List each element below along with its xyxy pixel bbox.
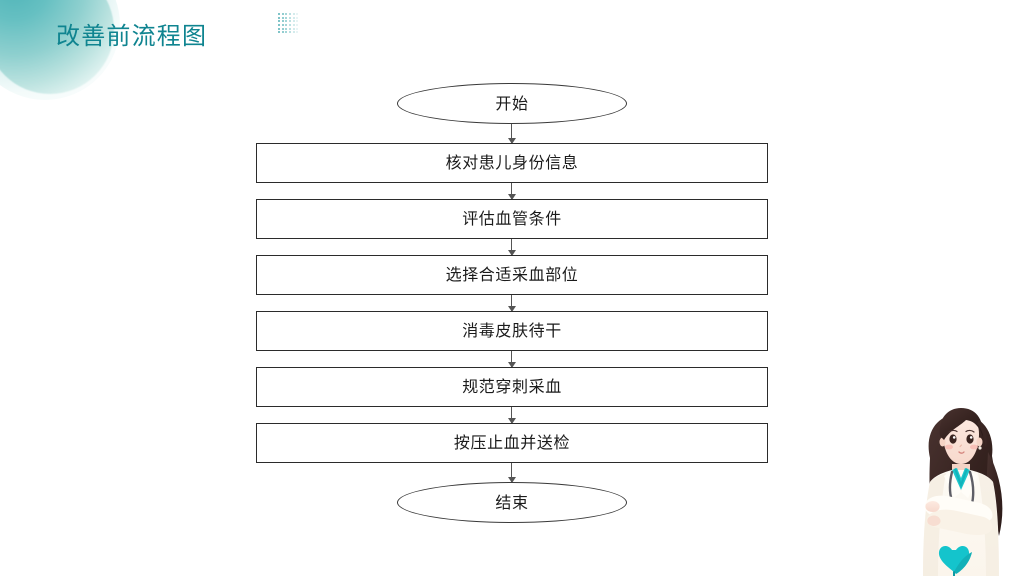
- flow-node-label: 评估血管条件: [462, 209, 562, 228]
- flow-node-end: 结束: [397, 482, 627, 523]
- flow-node-label: 按压止血并送检: [453, 433, 571, 452]
- flow-node-step6: 按压止血并送检: [256, 423, 768, 463]
- flow-connector-start-step1: [506, 124, 518, 144]
- flow-connector-step2-step3: [506, 239, 518, 256]
- flow-node-step3: 选择合适采血部位: [256, 255, 768, 295]
- flow-connector-step6-end: [506, 463, 518, 483]
- dot-grid-icon: [278, 13, 300, 35]
- flow-node-label: 选择合适采血部位: [445, 265, 579, 284]
- flow-node-step2: 评估血管条件: [256, 199, 768, 239]
- flow-connector-step5-step6: [506, 407, 518, 424]
- flow-connector-step4-step5: [506, 351, 518, 368]
- flow-node-step5: 规范穿刺采血: [256, 367, 768, 407]
- flow-connector-step1-step2: [506, 183, 518, 200]
- flow-node-label: 结束: [495, 492, 529, 512]
- flow-node-start: 开始: [397, 83, 627, 124]
- nurse-illustration-icon: [923, 408, 1003, 576]
- flow-node-label: 开始: [495, 93, 529, 113]
- flow-node-step1: 核对患儿身份信息: [256, 143, 768, 183]
- flow-node-label: 规范穿刺采血: [462, 377, 562, 396]
- flow-node-label: 消毒皮肤待干: [462, 321, 562, 340]
- flow-node-step4: 消毒皮肤待干: [256, 311, 768, 351]
- page-title: 改善前流程图: [56, 22, 208, 50]
- flow-node-label: 核对患儿身份信息: [445, 153, 579, 172]
- flow-connector-step3-step4: [506, 295, 518, 312]
